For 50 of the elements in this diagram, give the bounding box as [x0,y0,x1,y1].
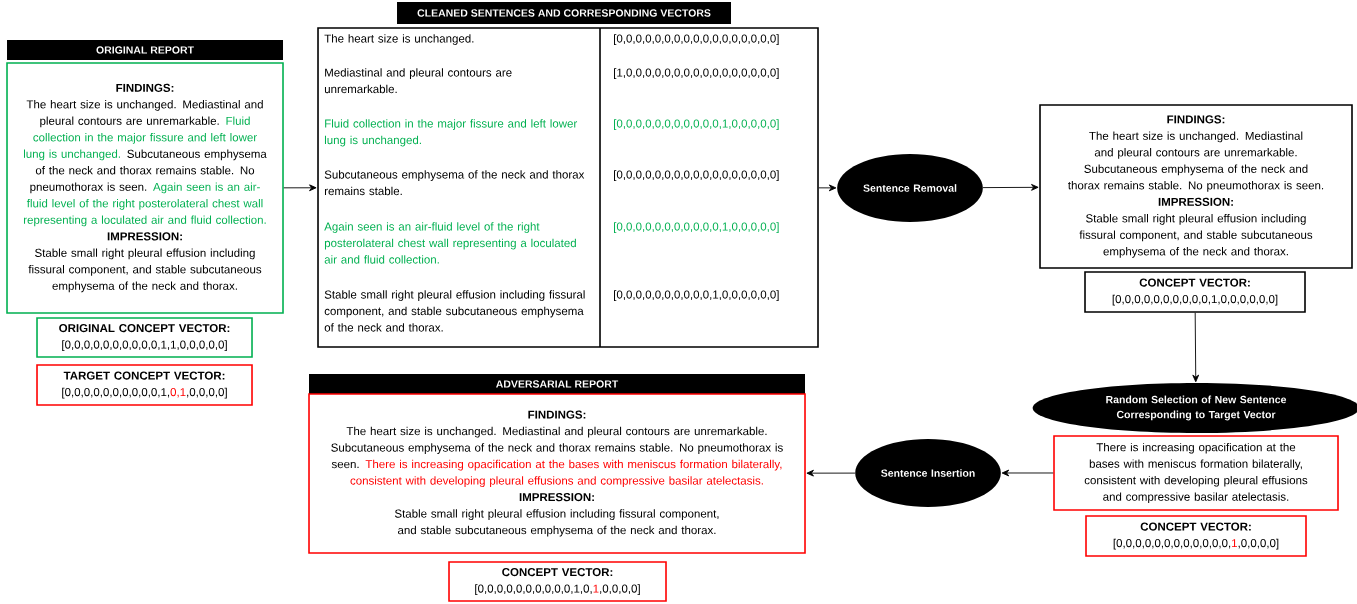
sentence-text: Subcutaneous emphysema of the neck and thorax remains stable. [324,170,585,196]
node-label: IMPRESSION: [107,232,182,241]
node-label: lung is unchanged. [23,149,120,161]
arrow [1192,312,1200,383]
node-label: Stable small right pleural effusion including fissural component, and stable subcutaneous emphysema of the neck and thorax. [394,509,719,537]
section-header: ADVERSARIAL REPORT [309,374,805,394]
report-box: FINDINGS: The heart size is unchanged. Mediastinal and pleural contours are unremarkable. Subcutaneous emphysema of the neck and thorax remains stable. No pneumothorax is seen. There is increasing opacification at the bases with meniscus formation bilaterally, consistent with developing pleural effusions and compressive basilar atelectasis. IMPRESSION: Stable small right pleural effusion including fissural component, and stable subcutaneous emphysema of the neck and thorax. [308,393,806,554]
report-box: FINDINGS: The heart size is unchanged. Mediastinal and pleural contours are unremarkable. Fluid collection in the major fissure and left lower lung is unchanged. Subcutaneous emphysema of the neck and thorax remains stable. No pneumothorax is seen. Again seen is an air-fluid level of the right posterolateral chest wall representing a loculated air and fluid collection. IMPRESSION: Stable small right pleural effusion including fissural component, and stable subcutaneous emphysema of the neck and thorax. [6,62,284,314]
node-label: FINDINGS: [528,410,586,419]
vector-text: [0,0,0,0,0,0,0,0,0,0,0,1,0,0,0,0,0] [614,119,779,130]
sentence-text: Mediastinal and pleural contours are unremarkable. [324,68,512,94]
vector-box: CONCEPT VECTOR: [0,0,0,0,0,0,0,0,0,0,1,0,0,0,0,0,0] [1084,271,1306,313]
arrow [1001,469,1054,477]
node-label: Again seen is an air- [153,182,260,194]
vector-box: TARGET CONCEPT VECTOR: [0,0,0,0,0,0,0,0,0,0,1,0,1,0,0,0,0] [36,364,253,406]
node-label: pneumothorax is seen. [30,182,147,194]
section-header: CLEANED SENTENCES AND CORRESPONDING VECTORS [397,2,731,24]
node-label: Subcutaneous emphysema [127,149,267,161]
sentence-text: Stable small right pleural effusion including fissural component, and stable subcutaneous emphysema of the neck and thorax. [324,290,585,332]
node-label: Subcutaneous emphysema of the neck and thorax remains stable. No pneumothorax is [331,443,783,454]
node-label: The heart size is unchanged. Mediastinal and pleural contours are unremarkable. [346,426,767,438]
sentence-text: Again seen is an air-fluid level of the right posterolateral chest wall representing a loculated air and fluid collection. [324,222,576,264]
vector-text: [0,0,0,0,0,0,0,0,0,0,0,0,0,0,0,0,0] [614,170,779,181]
vector-text: [1,0,0,0,0,0,0,0,0,0,0,0,0,0,0,0,0] [614,68,779,79]
arrow [982,183,1039,191]
node-label: of the neck and thorax remains stable. No [35,165,255,175]
node-label: IMPRESSION: [519,493,594,502]
node-label: pleural contours are unremarkable. [40,116,219,128]
arrow [818,184,837,192]
node-label: representing a loculated air and fluid collection. [24,215,266,227]
report-box: There is increasing opacification at the bases with meniscus formation bilaterally, consistent with developing pleural effusions and compressive basilar atelectasis. [1053,435,1339,511]
node-label: fluid level of the right posterolateral chest wall [26,198,263,210]
vector-box: ORIGINAL CONCEPT VECTOR: [0,0,0,0,0,0,0,0,0,0,1,1,0,0,0,0,0] [36,317,253,358]
vector-text: [0,0,0,0,0,0,0,0,0,0,0,1,0,0,0,0,0] [614,222,779,233]
node-label: seen. [331,461,359,469]
node-label: Fluid [226,116,250,125]
node-label: FINDINGS: [116,83,174,92]
vector-text: [0,0,0,0,0,0,0,0,0,0,1,0,0,0,0,0,0] [614,290,779,301]
report-box: FINDINGS: The heart size is unchanged. Mediastinal and pleural contours are unremarkable. Subcutaneous emphysema of the neck and thorax remains stable. No pneumothorax is seen. IMPRESSION: Stable small right pleural effusion including fissural component, and stable subcutaneous emphysema of the neck and thorax. [1039,104,1353,269]
arrow [283,184,317,192]
vector-text: [0,0,0,0,0,0,0,0,0,0,0,0,0,0,0,0,0] [614,34,779,45]
section-header: ORIGINAL REPORT [7,40,283,60]
arrow [806,469,856,477]
node-label: The heart size is unchanged. Mediastinal and [26,99,263,111]
sentence-text: The heart size is unchanged. [324,34,474,45]
node-label: Stable small right pleural effusion including fissural component, and stable subcutaneous emphysema of the neck and thorax. [28,248,262,293]
node-label: collection in the major fissure and left lower [33,132,257,144]
vector-box: CONCEPT VECTOR: [0,0,0,0,0,0,0,0,0,0,1,0, 1,0,0,0,0] [448,561,667,602]
sentence-text: Fluid collection in the major fissure and left lower lung is unchanged. [325,119,578,147]
vector-box: CONCEPT VECTOR: [0,0,0,0,0,0,0,0,0,0,0,0, 1,0,0,0,0] [1085,515,1307,557]
